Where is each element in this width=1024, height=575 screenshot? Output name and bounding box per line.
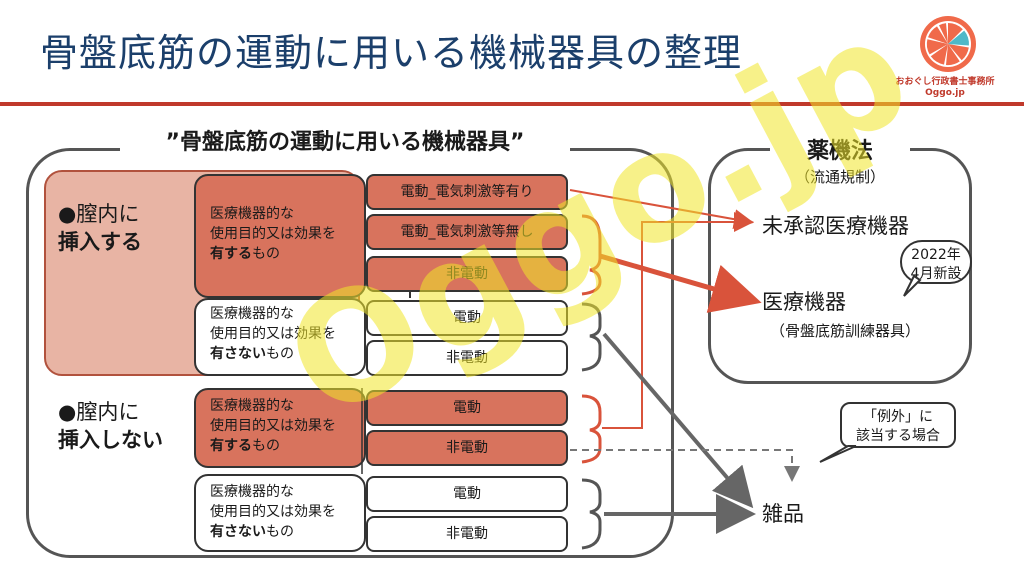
no-insert-label-line1: ●膣内に <box>58 400 140 424</box>
insert-label-line2: 挿入する <box>58 230 142 254</box>
cell-non-powered: 非電動 <box>366 340 568 376</box>
cell-non-powered: 非電動 <box>366 430 568 466</box>
no-insert-label-line2: 挿入しない <box>58 428 163 452</box>
purpose-line1: 医療機器的な <box>210 206 294 222</box>
arrow-to-unapproved <box>569 189 754 230</box>
purpose-line3-bold: 有さない <box>210 524 266 540</box>
purpose-line3-bold: 有する <box>210 438 252 454</box>
bubble-exception-tail <box>819 445 857 463</box>
page-title: 骨盤底筋の運動に用いる機械器具の整理 <box>40 31 743 75</box>
bracket-red-bottom <box>581 394 602 464</box>
cell-powered: 電動 <box>366 300 568 336</box>
bracket-gray-top <box>581 302 602 372</box>
arrow-to-medical-device <box>599 253 762 313</box>
cell-powered-stim: 電動_電気刺激等有り <box>366 174 568 210</box>
bracket-gray-bottom <box>581 478 602 550</box>
purpose-none-noinsert: 医療機器的な 使用目的又は効果を 有さないもの <box>194 474 366 552</box>
arrow-none-insert-to-goods <box>602 332 754 509</box>
dest-medical-device-sub: （骨盤底筋訓練器具） <box>770 322 921 340</box>
purpose-line1: 医療機器的な <box>210 306 294 322</box>
dest-goods: 雑品 <box>762 502 804 526</box>
law-title: 薬機法 <box>770 133 910 165</box>
purpose-has-insert: 医療機器的な 使用目的又は効果を 有するもの <box>194 174 366 298</box>
orange-logo-icon <box>920 16 976 72</box>
insert-label: ●膣内に 挿入する <box>58 200 142 256</box>
purpose-line3-rest: もの <box>266 524 294 540</box>
purpose-line3-rest: もの <box>252 246 280 262</box>
cell-powered: 電動 <box>366 390 568 426</box>
cell-non-powered: 非電動 <box>366 516 568 552</box>
arrow-noinsert-to-unapproved <box>602 212 754 429</box>
purpose-line2: 使用目的又は効果を <box>210 326 336 342</box>
bracket-red-top <box>581 214 602 296</box>
logo-office-name: おおぐし行政書士事務所 <box>895 77 995 87</box>
bubble-2022-line2: 4月新設 <box>910 266 962 282</box>
purpose-line3-rest: もの <box>252 438 280 454</box>
purpose-line2: 使用目的又は効果を <box>210 418 336 434</box>
bubble-2022-line1: 2022年 <box>911 247 961 263</box>
dest-medical-device: 医療機器 <box>762 290 846 314</box>
cell-powered-nostim: 電動_電気刺激等無し <box>366 214 568 250</box>
purpose-line2: 使用目的又は効果を <box>210 504 336 520</box>
title-divider <box>0 102 1024 106</box>
insert-label-line1: ●膣内に <box>58 202 140 226</box>
main-group-label: ”骨盤底筋の運動に用いる機械器具” <box>120 124 570 156</box>
purpose-line3-rest: もの <box>266 346 294 362</box>
bubble-exception: 「例外」に 該当する場合 <box>840 402 956 448</box>
bubble-exception-line1: 「例外」に <box>863 409 933 425</box>
purpose-has-noinsert: 医療機器的な 使用目的又は効果を 有するもの <box>194 388 366 468</box>
purpose-none-insert: 医療機器的な 使用目的又は効果を 有さないもの <box>194 298 366 376</box>
purpose-line3: 有さないもの <box>210 522 364 542</box>
purpose-line1: 医療機器的な <box>210 398 294 414</box>
law-subtitle: （流通規制） <box>794 168 885 186</box>
no-insert-label: ●膣内に 挿入しない <box>58 398 163 454</box>
bubble-2022-tail <box>903 274 922 297</box>
dashed-exception-arrow <box>570 449 800 482</box>
purpose-line2: 使用目的又は効果を <box>210 226 336 242</box>
purpose-line3: 有するもの <box>210 436 364 456</box>
cell-non-powered: 非電動 <box>366 256 568 292</box>
purpose-line3-bold: 有さない <box>210 346 266 362</box>
purpose-line3: 有さないもの <box>210 344 364 364</box>
cell-powered: 電動 <box>366 476 568 512</box>
bubble-exception-line2: 該当する場合 <box>856 428 940 444</box>
bubble-2022: 2022年 4月新設 <box>900 240 972 284</box>
purpose-line1: 医療機器的な <box>210 484 294 500</box>
purpose-line3: 有するもの <box>210 244 364 264</box>
purpose-line3-bold: 有する <box>210 246 252 262</box>
logo-site: Oggo.jp <box>925 88 965 98</box>
dest-unapproved: 未承認医療機器 <box>762 214 909 238</box>
